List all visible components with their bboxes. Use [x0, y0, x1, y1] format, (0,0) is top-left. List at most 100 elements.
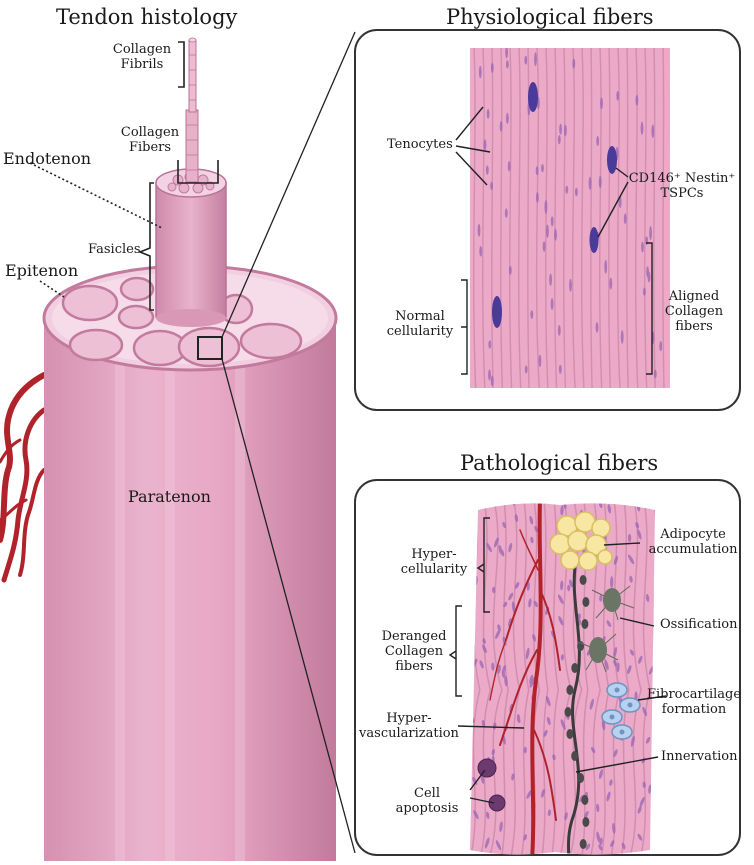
cell-nucleus: [610, 840, 615, 848]
cell-nucleus: [508, 542, 513, 553]
epitenon-leader: [39, 280, 65, 298]
cell-nucleus: [589, 698, 594, 710]
cell-nucleus: [508, 592, 514, 601]
cell-nucleus: [523, 834, 527, 841]
label-line: Fibers: [128, 139, 172, 155]
cell-nucleus: [545, 695, 551, 707]
zoom-line-top: [221, 31, 356, 338]
cell-nucleus: [514, 514, 519, 523]
label-tspcs: CD146⁺ Nestin⁺ TSPCs: [626, 171, 738, 202]
label-line: Collagen: [112, 42, 172, 57]
label-line: Hyper-: [386, 711, 432, 726]
fascicle-tube: [155, 182, 227, 318]
collagen-fiber-line: [662, 48, 665, 388]
cell-nucleus: [599, 594, 603, 602]
nerve-bead: [566, 729, 574, 739]
tenocyte-nucleus: [635, 94, 639, 106]
cell-nucleus: [560, 505, 564, 516]
cell-nucleus: [529, 674, 534, 684]
tenocyte-nucleus: [490, 375, 494, 387]
tenocyte-nucleus: [488, 369, 491, 381]
cell-nucleus: [606, 620, 612, 628]
label-line: Collagen: [120, 125, 180, 140]
cell-nucleus: [567, 584, 571, 592]
cell-nucleus: [493, 722, 497, 730]
tenocyte-nucleus: [541, 164, 544, 173]
deranged-fiber-line: [500, 503, 509, 855]
cell-nucleus: [486, 542, 492, 553]
cell-nucleus: [560, 580, 564, 591]
label-tenocytes: Tenocytes: [387, 137, 453, 152]
tenocyte-nucleus: [647, 271, 651, 283]
adipocytes: [549, 511, 613, 571]
cell-nucleus: [547, 809, 552, 817]
tenocyte-nucleus: [478, 65, 482, 79]
cell-nucleus: [638, 655, 643, 664]
collagen-fiber-line: [626, 48, 629, 388]
cell-nucleus: [532, 634, 536, 642]
label-fasicles: Fasicles: [88, 242, 141, 257]
tenocyte-nucleus: [483, 139, 487, 151]
cell-nucleus: [525, 647, 530, 660]
nerve-bead: [564, 707, 572, 717]
cell-nucleus: [503, 601, 508, 608]
tenocyte-nucleus: [604, 259, 608, 274]
cell-nucleus: [497, 624, 501, 632]
tenocyte-nucleus: [550, 216, 554, 227]
cell-nucleus: [514, 582, 520, 589]
nerve-bead: [579, 839, 587, 849]
physiological-leaders: [455, 106, 653, 375]
cell-nucleus: [628, 554, 635, 565]
cell-nucleus: [533, 600, 538, 608]
cell-nucleus: [585, 843, 591, 851]
collagen-fiber-line: [509, 48, 513, 388]
label-line: cellularity: [400, 561, 468, 577]
label-line: accumulation: [648, 541, 738, 557]
zoom-box: [197, 336, 223, 360]
label-line: CD146⁺ Nestin⁺: [628, 171, 736, 186]
label-line: fibers: [675, 318, 713, 334]
label-line: Collagen: [664, 303, 724, 319]
cell-nucleus: [598, 844, 603, 851]
paratenon-vessels: [0, 372, 47, 583]
nerve-bead: [582, 597, 590, 607]
cell-nucleus: [613, 555, 618, 565]
tenocyte-nucleus: [507, 161, 511, 172]
label-aligned-collagen-fibers: Aligned Collagen fibers: [660, 289, 728, 335]
collagen-fiber-line: [518, 48, 522, 388]
cell-nucleus: [613, 647, 618, 658]
cell-nucleus: [528, 598, 532, 608]
fibrocartilage-cells: [601, 682, 641, 740]
cell-nucleus: [502, 636, 507, 646]
cell-nucleus: [635, 521, 640, 529]
tenocyte-nucleus: [659, 340, 663, 352]
cell-nucleus: [642, 781, 646, 789]
tenocyte-nucleus: [538, 354, 542, 368]
cell-nucleus: [482, 644, 487, 654]
collagen-fiber-line: [482, 48, 486, 388]
collagen-fiber-line: [608, 48, 611, 388]
cell-nucleus: [629, 649, 635, 656]
deranged-fiber-line: [479, 503, 492, 855]
tenocyte-nucleus: [558, 364, 562, 374]
label-line: Fibrocartilage: [646, 687, 742, 702]
cell-nucleus: [637, 833, 643, 841]
tendon-cylinder: [0, 37, 338, 861]
tenocyte-nucleus: [596, 135, 600, 147]
tenocyte-nucleus: [488, 340, 492, 349]
cell-nucleus: [502, 521, 507, 529]
cell-nucleus: [534, 525, 539, 533]
label-line: Collagen: [384, 643, 444, 659]
tenocyte-nucleus: [623, 213, 627, 224]
cell-nucleus: [591, 747, 596, 754]
cell-nucleus: [558, 615, 564, 626]
cell-nucleus: [529, 676, 536, 688]
tenocyte-nucleus: [506, 60, 509, 69]
cell-nucleus: [583, 811, 589, 819]
cell-nucleus: [629, 575, 633, 583]
cell-nucleus: [497, 664, 501, 674]
cell-nucleus: [627, 665, 632, 675]
collagen-fiber-line: [571, 48, 576, 388]
cell-nucleus: [552, 754, 556, 761]
